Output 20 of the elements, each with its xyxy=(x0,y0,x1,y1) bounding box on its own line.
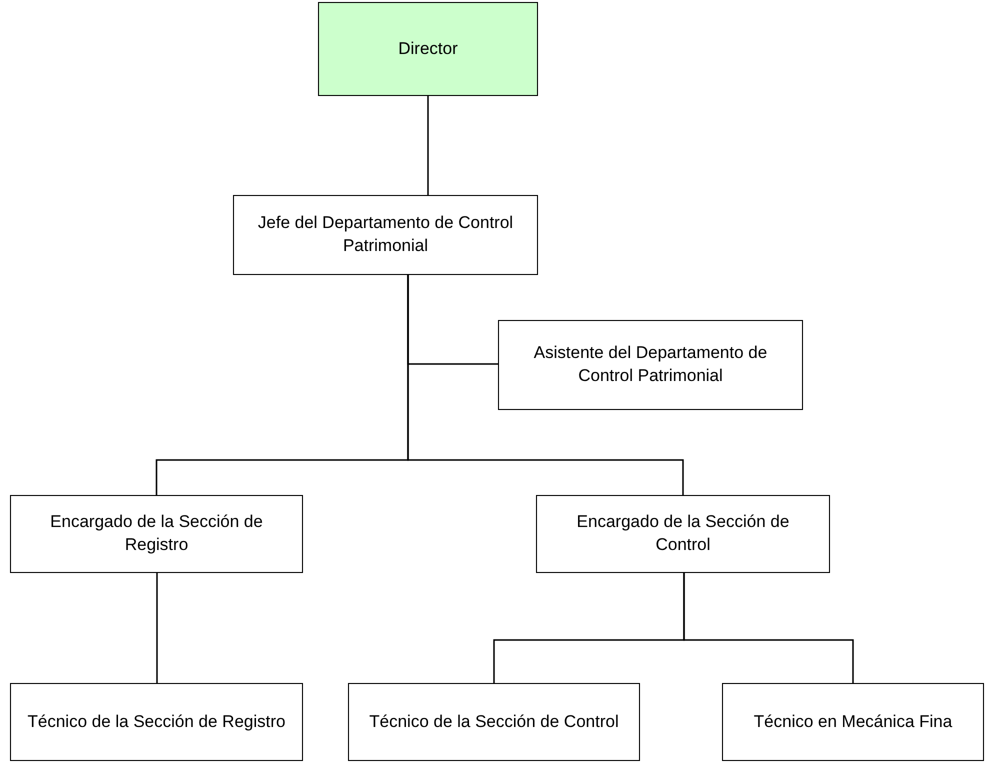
position-title: Encargado de la Sección de Control xyxy=(576,511,790,556)
position-box xyxy=(10,495,303,573)
position-box xyxy=(722,683,984,761)
position-box xyxy=(10,683,303,761)
position-title: Técnico en Mecánica Fina xyxy=(754,710,952,733)
connector-line xyxy=(427,96,429,195)
connector-line xyxy=(407,275,684,495)
position-title: Técnico de la Sección de Control xyxy=(369,710,619,733)
position-title: Asistente del Departamento de Control Patrimonial xyxy=(532,342,768,387)
position-box xyxy=(233,195,538,275)
position-title: Técnico de la Sección de Registro xyxy=(28,710,286,733)
position-box xyxy=(348,683,640,761)
position-box xyxy=(318,2,538,96)
position-box xyxy=(536,495,830,573)
position-title: Encargado de la Sección de Registro xyxy=(49,511,264,556)
position-box xyxy=(498,320,803,410)
connector-line xyxy=(683,573,854,683)
position-title: Director xyxy=(398,38,458,60)
position-title: Jefe del Departamento de Control Patrimonial xyxy=(256,212,514,257)
connector-line xyxy=(156,573,158,683)
